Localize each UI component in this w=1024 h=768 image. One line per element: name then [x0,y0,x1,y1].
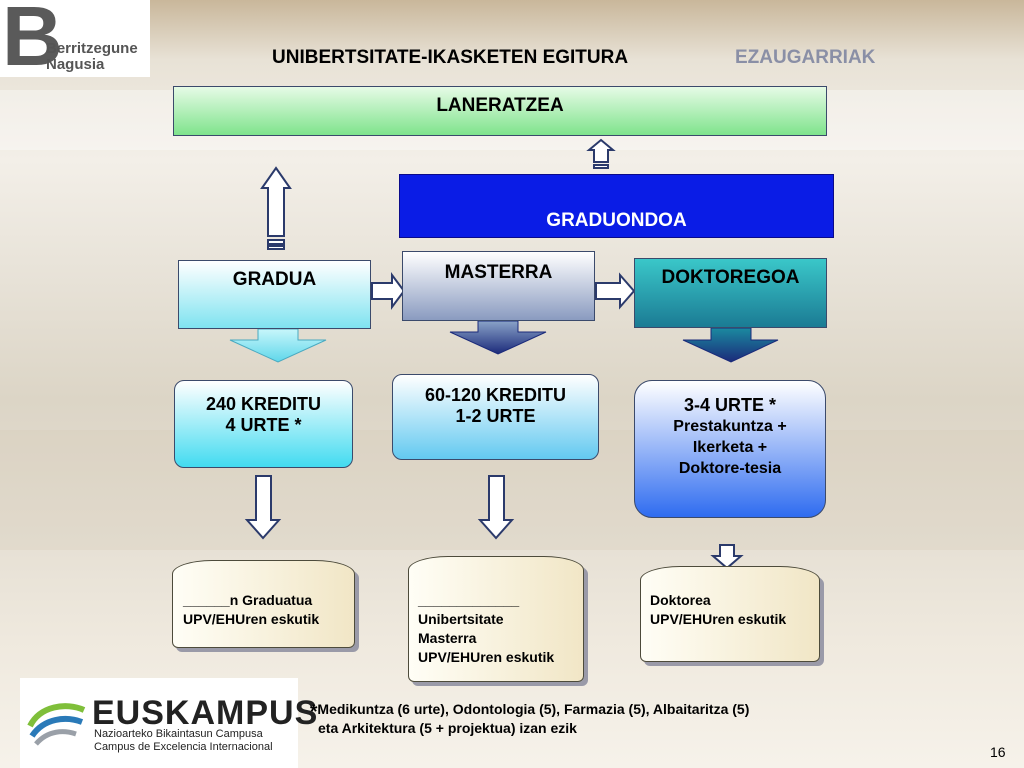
gradua-diploma-issuer: UPV/EHUren eskutik [183,611,320,627]
doktoregoa-training-line: Prestakuntza + [673,418,787,435]
doktoregoa-research-line: Ikerketa + [692,439,768,456]
right-arrow-gradua-masterra [371,272,406,310]
masterra-diploma-issuer: UPV/EHUren eskutik [418,649,555,665]
logo-letter-b: B [2,0,63,83]
footnote-line1: *Medikuntza (6 urte), Odontologia (5), F… [310,698,750,723]
doktoregoa-diploma-issuer: UPV/EHUren eskutik [650,611,787,627]
page-number: 16 [990,744,1006,760]
masterra-box: MASTERRA [402,251,595,321]
euskampus-subtitle-eu: Nazioarteko Bikaintasun Campusa [94,728,263,740]
up-arrow-right [586,138,616,169]
berritzegune-logo: B Berritzegune Nagusia [0,0,150,83]
gradua-years-line: 4 URTE * [225,415,302,435]
down-arrow-gradua [229,328,327,363]
page-title: UNIBERTSITATE-IKASKETEN EGITURA [272,47,629,68]
doktoregoa-thesis-line: Doktore-tesia [678,460,782,477]
doktoregoa-credits-box: 3-4 URTE * Prestakuntza + Ikerketa + Dok… [634,380,826,518]
footnote-line2: eta Arkitektura (5 + projektua) izan ezi… [318,720,577,736]
gradua-credits-line: 240 KREDITU [205,394,322,414]
right-arrow-masterra-doktoregoa [595,272,636,310]
footnote-star: * [310,702,318,723]
masterra-diploma-blank: _____________ [418,592,520,608]
masterra-diploma-line1: Unibertsitate [418,611,504,627]
down-arrow-masterra [449,320,547,355]
euskampus-swirl-icon [27,703,86,746]
down-arrow-doktoregoa-diploma [710,544,744,570]
masterra-diploma-line2: Masterra [418,630,477,646]
euskampus-name: EUSKAMPUS [92,694,319,732]
doktoregoa-diploma-title: Doktorea [650,592,711,608]
gradua-credits-box: 240 KREDITU 4 URTE * [174,380,353,468]
logo-text-top: Berritzegune [46,40,138,57]
masterra-years-line: 1-2 URTE [455,406,536,426]
gradua-diploma-title: ______n Graduatua [183,592,313,608]
page-subtitle: EZAUGARRIAK [735,47,876,68]
down-arrow-masterra-diploma [477,475,515,540]
down-arrow-gradua-diploma [244,475,282,540]
masterra-credits-line: 60-120 KREDITU [424,385,567,405]
down-arrow-doktoregoa [682,327,779,363]
gradua-box: GRADUA [178,260,371,329]
graduondoa-box: GRADUONDOA [399,174,834,238]
logo-text-bottom: Nagusia [46,56,105,73]
doktoregoa-years-line: 3-4 URTE * [683,395,777,415]
gradua-diploma-scroll: ______n Graduatua UPV/EHUren eskutik [172,560,355,648]
doktoregoa-diploma-scroll: Doktorea UPV/EHUren eskutik [640,566,820,662]
masterra-credits-box: 60-120 KREDITU 1-2 URTE [392,374,599,460]
euskampus-subtitle-es: Campus de Excelencia Internacional [94,741,273,753]
masterra-diploma-scroll: _____________ Unibertsitate Masterra UPV… [408,556,584,682]
footnote-text1: Medikuntza (6 urte), Odontologia (5), Fa… [317,701,750,717]
euskampus-logo: EUSKAMPUS Nazioarteko Bikaintasun Campus… [20,678,317,768]
doktoregoa-box: DOKTOREGOA [634,258,827,328]
up-arrow-left [260,166,292,250]
laneratzea-box: LANERATZEA [173,86,827,136]
